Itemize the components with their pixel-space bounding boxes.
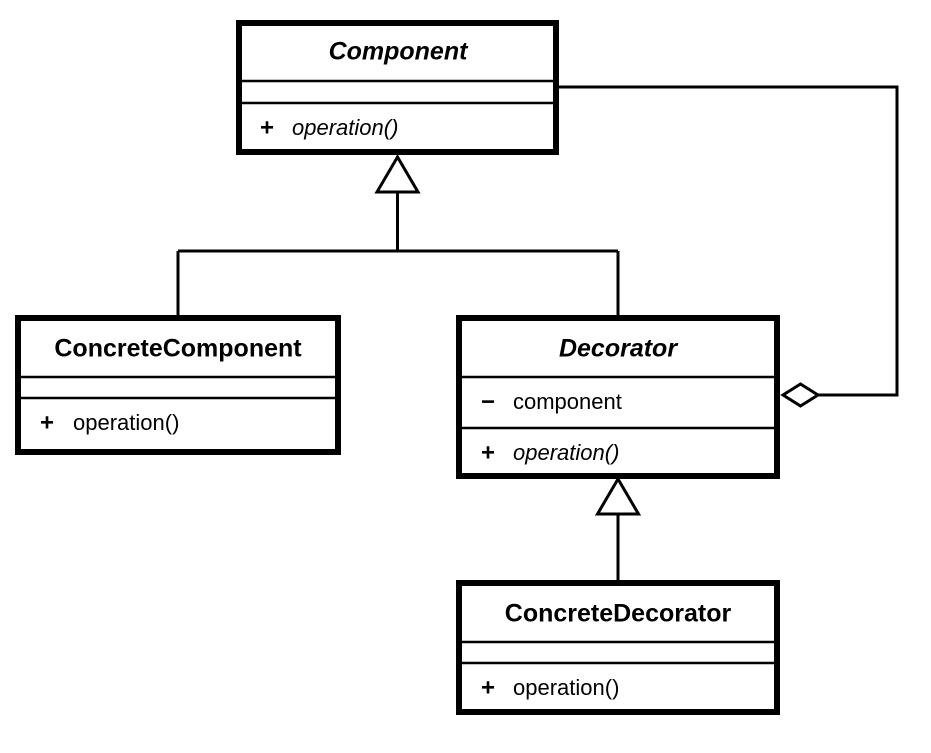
decorator-class-name: Decorator xyxy=(559,335,678,363)
class-box-component[interactable]: Component + operation() xyxy=(236,20,559,155)
class-box-concrete-decorator-frame xyxy=(456,580,780,715)
class-box-decorator[interactable]: Decorator − component + operation() xyxy=(456,315,780,479)
concrete-component-operation-name: operation() xyxy=(73,410,179,435)
concrete-decorator-operation-visibility: + xyxy=(481,674,495,701)
class-box-concrete-decorator[interactable]: ConcreteDecorator + operation() xyxy=(456,580,780,715)
inheritance-triangle-icon xyxy=(594,476,642,516)
concrete-decorator-class-name: ConcreteDecorator xyxy=(505,600,732,628)
class-box-concrete-component[interactable]: ConcreteComponent + operation() xyxy=(15,315,341,455)
concrete-component-class-name: ConcreteComponent xyxy=(54,335,302,363)
concrete-decorator-operation-name: operation() xyxy=(513,675,619,700)
decorator-operation-name: operation() xyxy=(513,440,619,465)
concrete-component-operation-visibility: + xyxy=(40,409,54,436)
generalization-to-component xyxy=(176,154,620,315)
component-operation-visibility: + xyxy=(260,114,274,141)
class-box-concrete-component-frame xyxy=(15,315,341,455)
class-box-decorator-frame xyxy=(456,315,780,479)
inheritance-triangle-icon xyxy=(374,154,421,194)
component-class-name: Component xyxy=(329,38,470,66)
decorator-attribute-name: component xyxy=(513,389,622,414)
aggregation-line xyxy=(559,85,899,397)
aggregation-diamond-icon xyxy=(780,382,821,408)
class-box-component-frame xyxy=(236,20,559,155)
decorator-operation-visibility: + xyxy=(481,439,495,466)
component-operation-name: operation() xyxy=(292,115,398,140)
decorator-attribute-visibility: − xyxy=(481,388,495,415)
generalization-concrete-decorator-to-decorator xyxy=(594,476,642,580)
aggregation-decorator-to-component xyxy=(559,85,899,408)
